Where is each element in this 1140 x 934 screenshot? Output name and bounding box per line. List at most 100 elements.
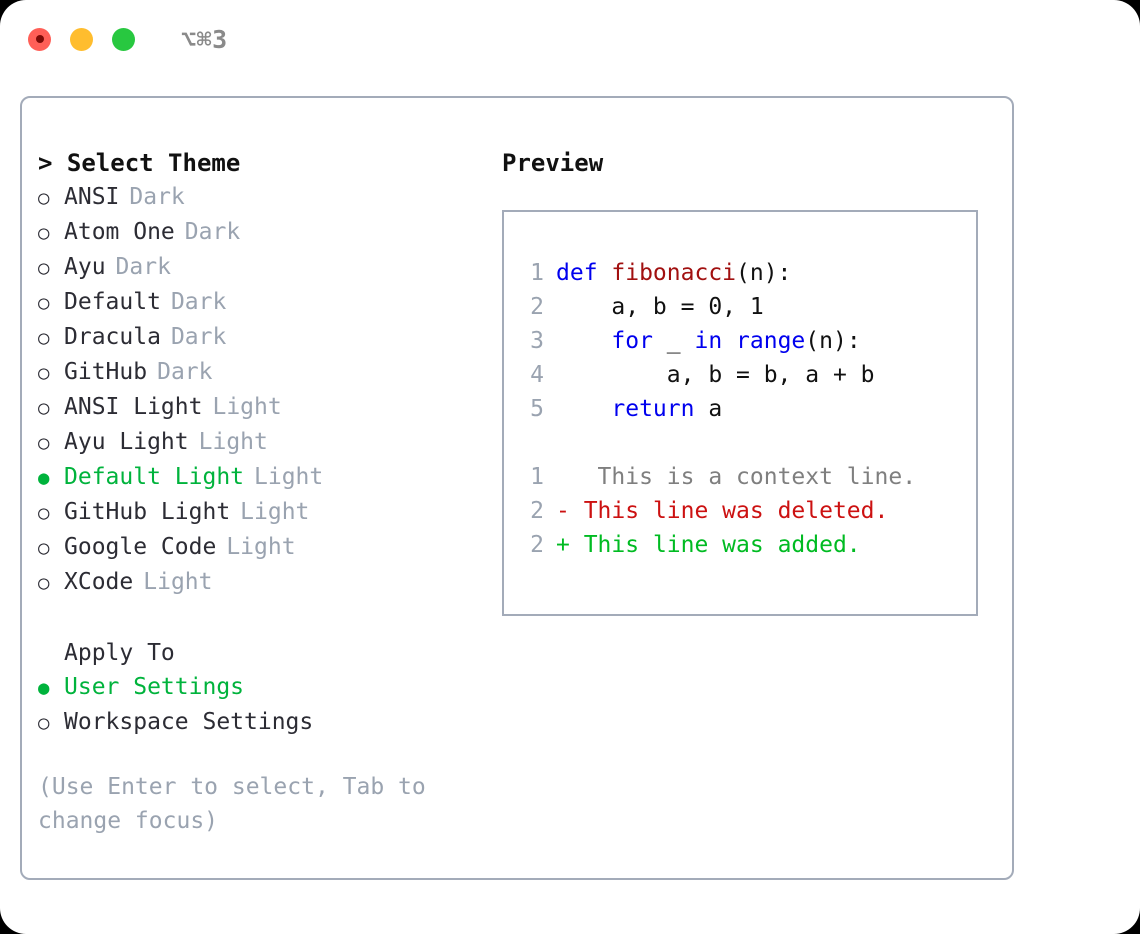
theme-option-variant: Dark: [184, 219, 241, 245]
theme-option-xcode[interactable]: ○ XCode Light: [38, 565, 468, 600]
theme-option-label: ANSI Light: [64, 394, 203, 420]
theme-option-variant: Light: [143, 569, 213, 595]
code-line: 5 return a: [516, 392, 916, 426]
diff-context-line: 1 This is a context line.: [516, 460, 916, 494]
code-keyword: def: [556, 260, 612, 286]
theme-option-label: XCode: [64, 569, 134, 595]
theme-option-github-light[interactable]: ○ GitHub Light Light: [38, 495, 468, 530]
theme-option-label: Default: [64, 289, 161, 315]
panel-spacer: [38, 600, 468, 636]
apply-to-option-user-settings[interactable]: ●User Settings: [38, 670, 468, 705]
radio-unselected-icon: ○: [38, 397, 50, 419]
keyboard-shortcut-label: ⌥⌘3: [181, 24, 228, 54]
apply-to-list: ●User Settings○Workspace Settings: [38, 670, 468, 740]
code-line-number: 1: [530, 260, 544, 286]
theme-option-label: Google Code: [64, 534, 217, 560]
theme-option-label: ANSI: [64, 184, 120, 210]
select-theme-heading: > Select Theme: [38, 146, 468, 180]
theme-option-variant: Light: [240, 499, 310, 525]
minimize-window-button[interactable]: [70, 27, 93, 51]
code-blank-line: [516, 426, 916, 460]
theme-option-ayu-light[interactable]: ○ Ayu Light Light: [38, 425, 468, 460]
theme-option-variant: Light: [212, 394, 282, 420]
radio-unselected-icon: ○: [38, 537, 50, 559]
code-text: _: [652, 328, 695, 354]
theme-option-label: Default Light: [64, 464, 245, 490]
radio-unselected-icon: ○: [38, 502, 50, 524]
title-bar: ⌥⌘3: [0, 0, 1140, 78]
diff-line-text: This line was added.: [569, 532, 861, 558]
code-text: a, b = b, a + b: [556, 362, 875, 388]
theme-option-label: GitHub Light: [64, 499, 231, 525]
radio-unselected-icon: ○: [38, 572, 50, 594]
code-line-number: 2: [530, 294, 544, 320]
code-keyword: range: [736, 328, 806, 354]
code-text: a: [694, 396, 723, 422]
code-text: [556, 392, 611, 426]
maximize-window-button[interactable]: [112, 27, 135, 51]
traffic-lights: [28, 27, 135, 51]
code-line: 3 for _ in range(n):: [516, 324, 916, 358]
theme-option-google-code[interactable]: ○ Google Code Light: [38, 530, 468, 565]
code-text: [556, 324, 611, 358]
close-window-button[interactable]: [28, 27, 51, 51]
theme-option-variant: Dark: [129, 184, 185, 210]
radio-unselected-icon: ○: [38, 292, 50, 314]
code-text: (n):: [805, 328, 861, 354]
apply-to-heading: Apply To: [64, 640, 175, 666]
code-line-number: 2: [530, 498, 544, 524]
code-function-name: fibonacci: [611, 260, 737, 286]
diff-marker: [556, 460, 570, 494]
diff-line-text: This is a context line.: [569, 464, 917, 490]
code-line-number: 1: [530, 464, 544, 490]
theme-option-ayu[interactable]: ○ Ayu Dark: [38, 250, 468, 285]
apply-to-option-workspace-settings[interactable]: ○Workspace Settings: [38, 705, 468, 740]
theme-option-label: GitHub: [64, 359, 148, 385]
theme-option-label: Ayu Light: [64, 429, 189, 455]
theme-option-default[interactable]: ○ Default Dark: [38, 285, 468, 320]
theme-option-variant: Dark: [170, 324, 227, 350]
theme-option-variant: Dark: [115, 254, 171, 280]
theme-option-label: Ayu: [64, 254, 106, 280]
code-line-number: 3: [530, 328, 544, 354]
radio-unselected-icon: ○: [38, 432, 50, 454]
theme-option-ansi-light[interactable]: ○ ANSI Light Light: [38, 390, 468, 425]
code-keyword: for: [611, 328, 653, 354]
radio-unselected-icon: ○: [38, 257, 50, 279]
theme-option-variant: Light: [254, 464, 324, 490]
code-line-number: 2: [530, 532, 544, 558]
diff-marker: +: [556, 532, 570, 558]
radio-unselected-icon: ○: [38, 222, 50, 244]
code-line: 4 a, b = b, a + b: [516, 358, 916, 392]
diff-deleted-line: 2- This line was deleted.: [516, 494, 916, 528]
radio-unselected-icon: ○: [38, 712, 50, 734]
diff-added-line: 2 + This line was added.: [516, 528, 916, 562]
theme-option-variant: Light: [198, 429, 268, 455]
code-text: [722, 324, 736, 358]
code-keyword: in: [694, 328, 723, 354]
theme-option-atom-one[interactable]: ○ Atom One Dark: [38, 215, 468, 250]
theme-option-label: Atom One: [64, 219, 175, 245]
code-text: (n):: [736, 260, 792, 286]
keyboard-hint-text: (Use Enter to select, Tab to change focu…: [38, 774, 426, 834]
theme-option-dracula[interactable]: ○ Dracula Dark: [38, 320, 468, 355]
prompt-caret-icon: >: [38, 149, 53, 177]
radio-selected-icon: ●: [38, 677, 50, 699]
theme-option-variant: Dark: [170, 289, 227, 315]
select-theme-heading-label: Select Theme: [66, 149, 241, 177]
radio-unselected-icon: ○: [38, 327, 50, 349]
diff-line-text: This line was deleted.: [569, 498, 889, 524]
code-line: 2 a, b = 0, 1: [516, 290, 916, 324]
theme-option-variant: Light: [226, 534, 296, 560]
diff-marker: -: [556, 498, 570, 524]
theme-option-label: Dracula: [64, 324, 161, 350]
